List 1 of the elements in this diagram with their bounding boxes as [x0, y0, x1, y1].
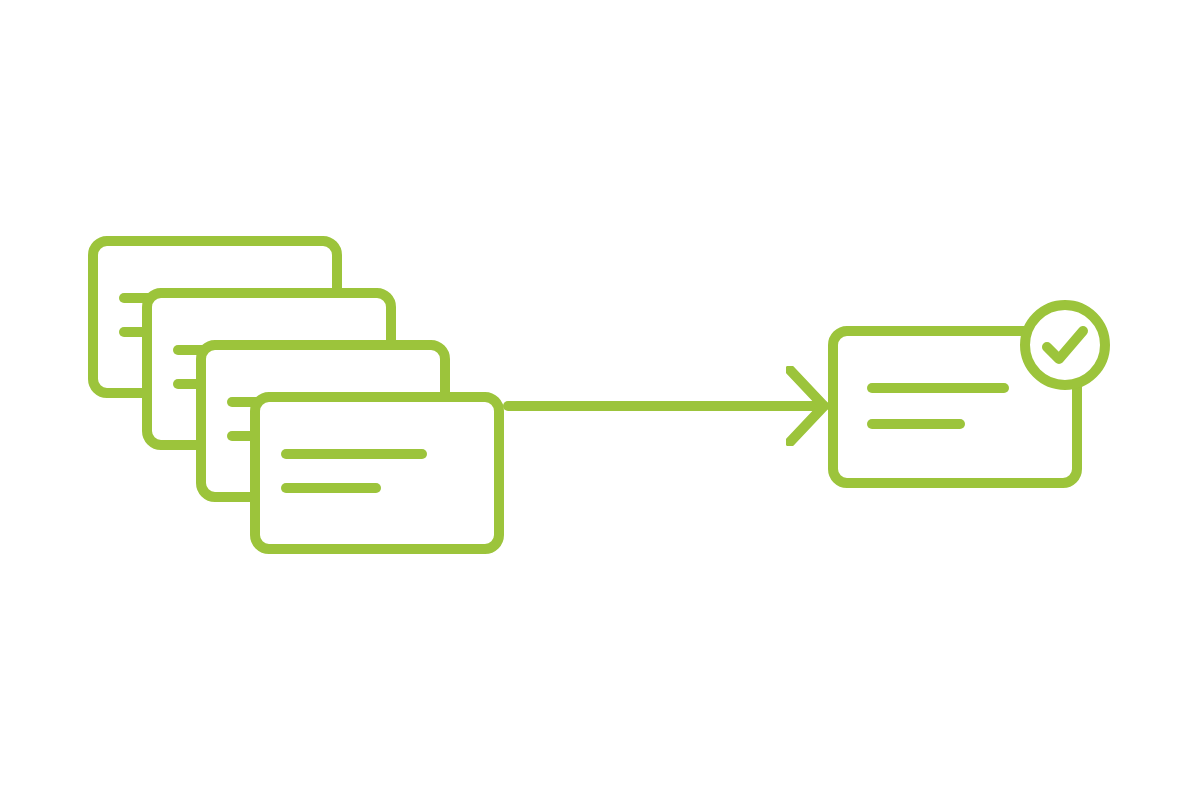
- arrow: [503, 365, 829, 447]
